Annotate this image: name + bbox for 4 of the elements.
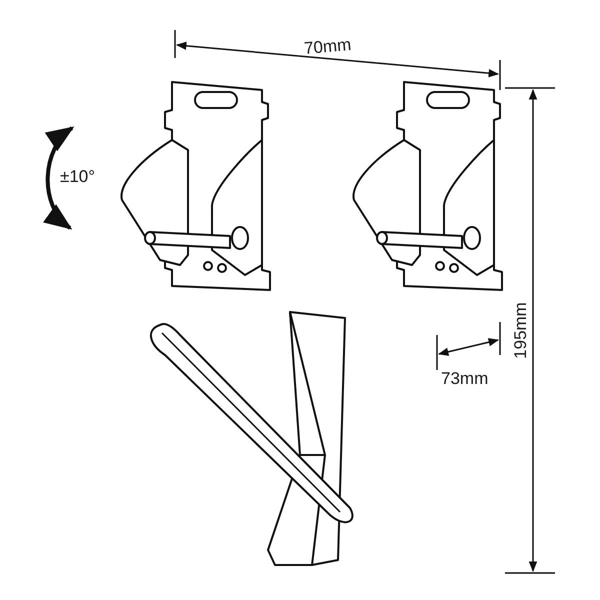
angle-label: ±10°	[60, 168, 96, 185]
dimension-label: 195mm	[512, 302, 529, 359]
dimension-label: 73mm	[441, 370, 488, 387]
dimension-label: 70mm	[303, 36, 352, 58]
